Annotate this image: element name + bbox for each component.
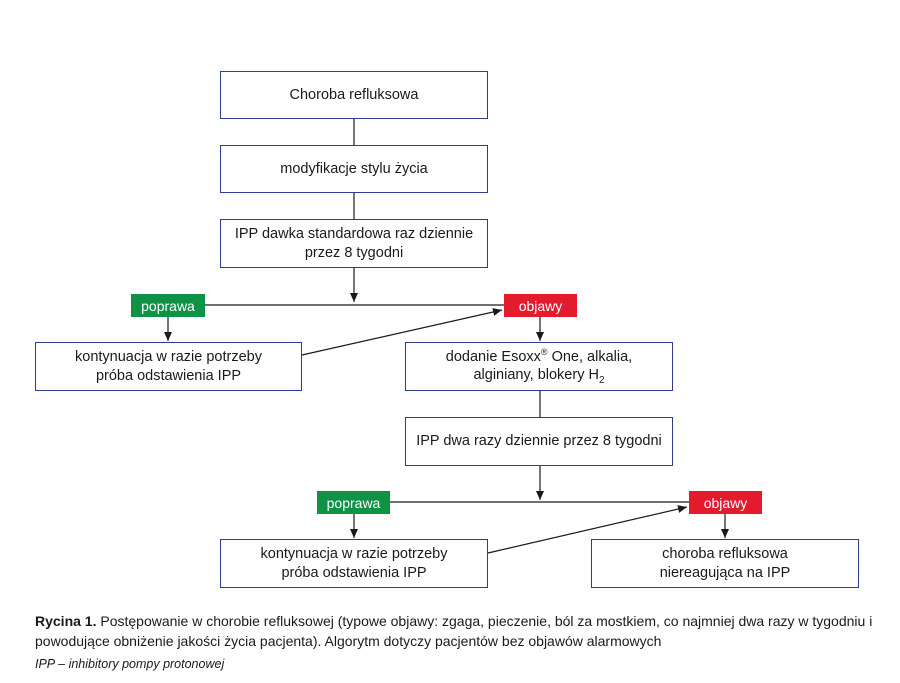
node-continue-2-line1: kontynuacja w razie potrzeby bbox=[260, 545, 448, 562]
tag-improvement-1: poprawa bbox=[131, 294, 205, 317]
tag-improvement-2-label: poprawa bbox=[326, 494, 381, 511]
node-add-therapy: dodanie Esoxx® One, alkalia, alginiany, … bbox=[405, 342, 673, 391]
tag-symptoms-2: objawy bbox=[689, 491, 762, 514]
node-continue-1: kontynuacja w razie potrzeby próba odsta… bbox=[35, 342, 302, 391]
caption-label: Rycina 1. bbox=[35, 613, 97, 629]
node-reflux-disease: Choroba refluksowa bbox=[220, 71, 488, 119]
addon-text-b: One, alkalia, bbox=[547, 348, 633, 365]
tag-improvement-1-label: poprawa bbox=[141, 297, 195, 314]
registered-mark: ® bbox=[540, 346, 548, 357]
figure-caption: Rycina 1. Postępowanie w chorobie refluk… bbox=[35, 611, 875, 651]
node-add-therapy-line2: alginiany, blokery H2 bbox=[473, 366, 604, 390]
node-lifestyle-modification: modyfikacje stylu życia bbox=[220, 145, 488, 193]
node-continue-1-line1: kontynuacja w razie potrzeby bbox=[75, 348, 262, 365]
node-refractory-reflux: choroba refluksowa niereagująca na IPP bbox=[591, 539, 859, 588]
node-ipp1-line2: przez 8 tygodni bbox=[304, 244, 404, 261]
node-add-therapy-line1: dodanie Esoxx® One, alkalia, bbox=[446, 343, 632, 367]
node-lifestyle-label: modyfikacje stylu życia bbox=[280, 160, 428, 177]
tag-symptoms-2-label: objawy bbox=[703, 494, 748, 511]
caption-text: Postępowanie w chorobie refluksowej (typ… bbox=[35, 613, 873, 649]
node-refractory-line2: niereagująca na IPP bbox=[659, 564, 791, 581]
node-ipp1-line1: IPP dawka standardowa raz dziennie bbox=[234, 225, 474, 242]
node-ipp2-label: IPP dwa razy dziennie przez 8 tygodni bbox=[416, 433, 662, 449]
node-refractory-line1: choroba refluksowa bbox=[662, 545, 788, 562]
addon-text-c: alginiany, blokery H bbox=[473, 367, 599, 384]
node-continue-2: kontynuacja w razie potrzeby próba odsta… bbox=[220, 539, 488, 588]
tag-symptoms-1: objawy bbox=[504, 294, 577, 317]
addon-text-a: dodanie Esoxx bbox=[445, 348, 541, 365]
tag-symptoms-1-label: objawy bbox=[518, 297, 563, 314]
node-ipp-twice-daily: IPP dwa razy dziennie przez 8 tygodni bbox=[405, 417, 673, 466]
node-continue-2-line2: próba odstawienia IPP bbox=[281, 564, 427, 581]
node-reflux-disease-label: Choroba refluksowa bbox=[289, 86, 419, 103]
h2-subscript: 2 bbox=[598, 375, 605, 387]
node-continue-1-line2: próba odstawienia IPP bbox=[95, 367, 242, 384]
tag-improvement-2: poprawa bbox=[317, 491, 390, 514]
node-ipp-standard-dose: IPP dawka standardowa raz dziennie przez… bbox=[220, 219, 488, 268]
abbreviation-note: IPP – inhibitory pompy protonowej bbox=[35, 657, 225, 671]
